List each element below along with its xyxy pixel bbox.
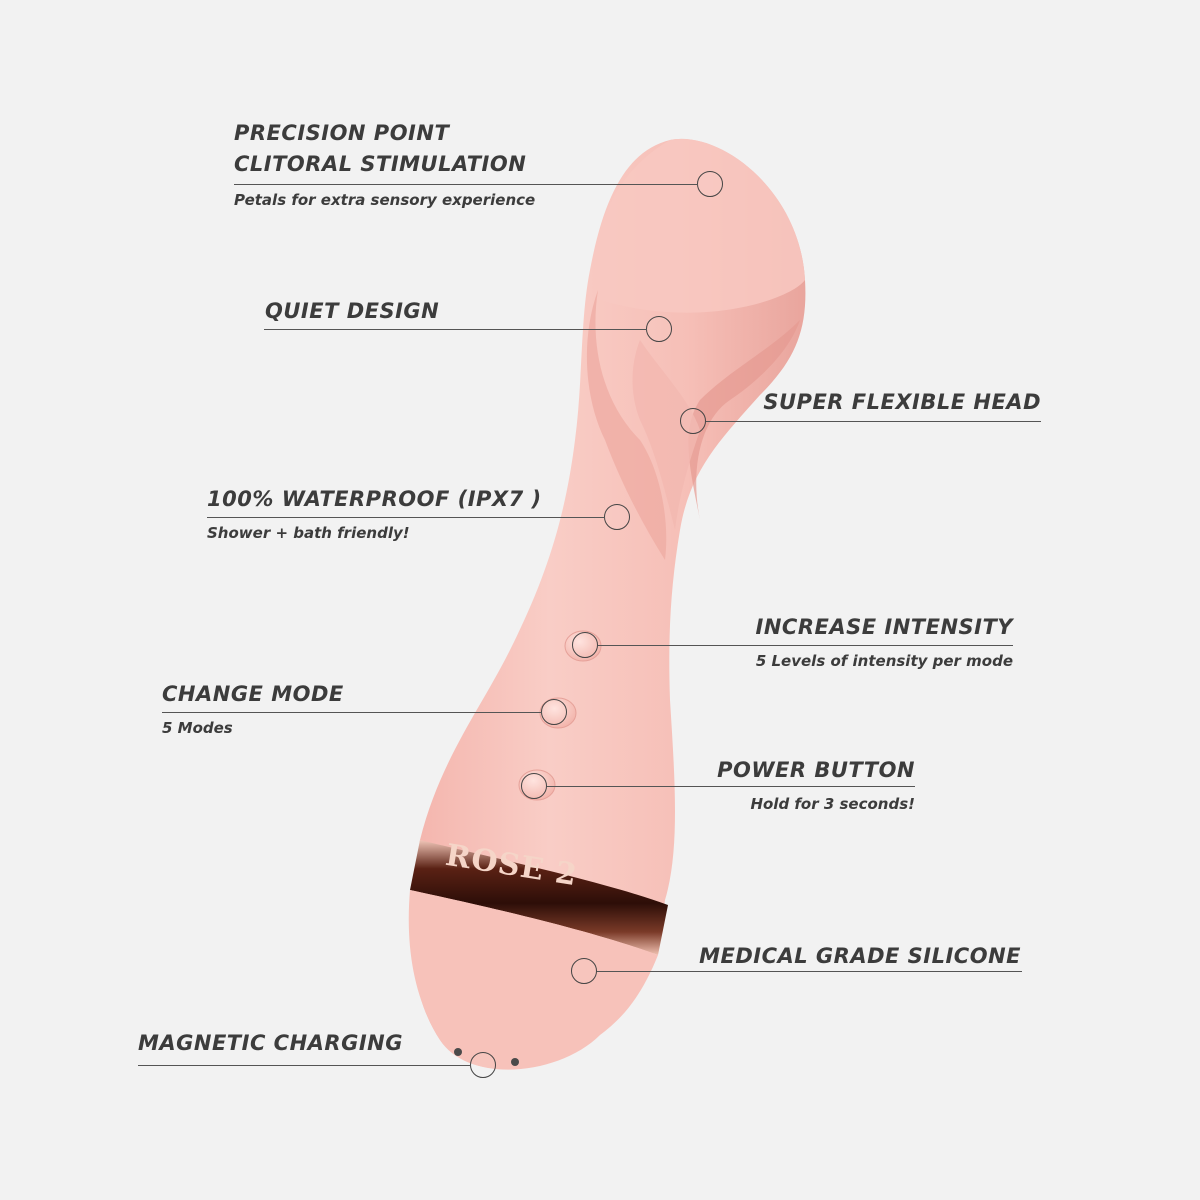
callout-precision-point: PRECISION POINT CLITORAL STIMULATION Pet… <box>234 118 535 210</box>
marker-charging <box>470 1052 496 1078</box>
callout-quiet-design: QUIET DESIGN <box>265 296 439 327</box>
callout-change-mode: CHANGE MODE 5 Modes <box>162 679 344 738</box>
charging-title: MAGNETIC CHARGING <box>138 1031 403 1055</box>
petal-left <box>586 290 667 560</box>
head-tip <box>594 138 805 313</box>
power-button-subtitle: Hold for 3 seconds! <box>750 795 915 813</box>
leader-charging <box>138 1065 471 1066</box>
petal-center <box>632 340 700 530</box>
quiet-design-title: QUIET DESIGN <box>265 299 440 323</box>
leader-flexible-head <box>706 421 1041 422</box>
silicone-title: MEDICAL GRADE SILICONE <box>699 944 1021 968</box>
marker-change-mode <box>541 699 567 725</box>
product-base <box>408 890 658 1070</box>
leader-silicone <box>597 971 1022 972</box>
leader-quiet-design <box>264 329 647 330</box>
waterproof-subtitle: Shower + bath friendly! <box>207 524 410 542</box>
marker-intensity <box>572 632 598 658</box>
marker-silicone <box>571 958 597 984</box>
leader-precision-point <box>234 184 698 185</box>
callout-intensity: INCREASE INTENSITY 5 Levels of intensity… <box>756 612 1013 671</box>
leader-waterproof <box>207 517 605 518</box>
power-button-title: POWER BUTTON <box>717 758 915 782</box>
marker-quiet-design <box>646 316 672 342</box>
precision-point-subtitle: Petals for extra sensory experience <box>234 191 536 209</box>
leader-intensity <box>598 645 1013 646</box>
charging-pin-left <box>454 1048 462 1056</box>
callout-charging: MAGNETIC CHARGING <box>138 1028 403 1059</box>
callout-flexible-head: SUPER FLEXIBLE HEAD <box>763 387 1041 418</box>
callout-waterproof: 100% WATERPROOF (IPX7 ) Shower + bath fr… <box>207 484 542 543</box>
product-body <box>411 138 806 1070</box>
intensity-title: INCREASE INTENSITY <box>755 615 1013 639</box>
waterproof-title: 100% WATERPROOF (IPX7 ) <box>207 487 542 511</box>
change-mode-subtitle: 5 Modes <box>162 719 233 737</box>
precision-point-title-line2: CLITORAL STIMULATION <box>234 152 527 176</box>
intensity-subtitle: 5 Levels of intensity per mode <box>755 652 1013 670</box>
flexible-head-title: SUPER FLEXIBLE HEAD <box>763 390 1041 414</box>
marker-power-button <box>521 773 547 799</box>
leader-change-mode <box>162 712 542 713</box>
marker-flexible-head <box>680 408 706 434</box>
callout-power-button: POWER BUTTON Hold for 3 seconds! <box>717 755 915 814</box>
marker-waterproof <box>604 504 630 530</box>
marker-precision-point <box>697 171 723 197</box>
callout-silicone: MEDICAL GRADE SILICONE <box>699 941 1021 972</box>
change-mode-title: CHANGE MODE <box>162 682 344 706</box>
charging-pin-right <box>511 1058 519 1066</box>
petal-right <box>688 320 800 520</box>
leader-power-button <box>547 786 915 787</box>
precision-point-title-line1: PRECISION POINT <box>234 121 450 145</box>
rose-gold-band <box>410 840 668 955</box>
